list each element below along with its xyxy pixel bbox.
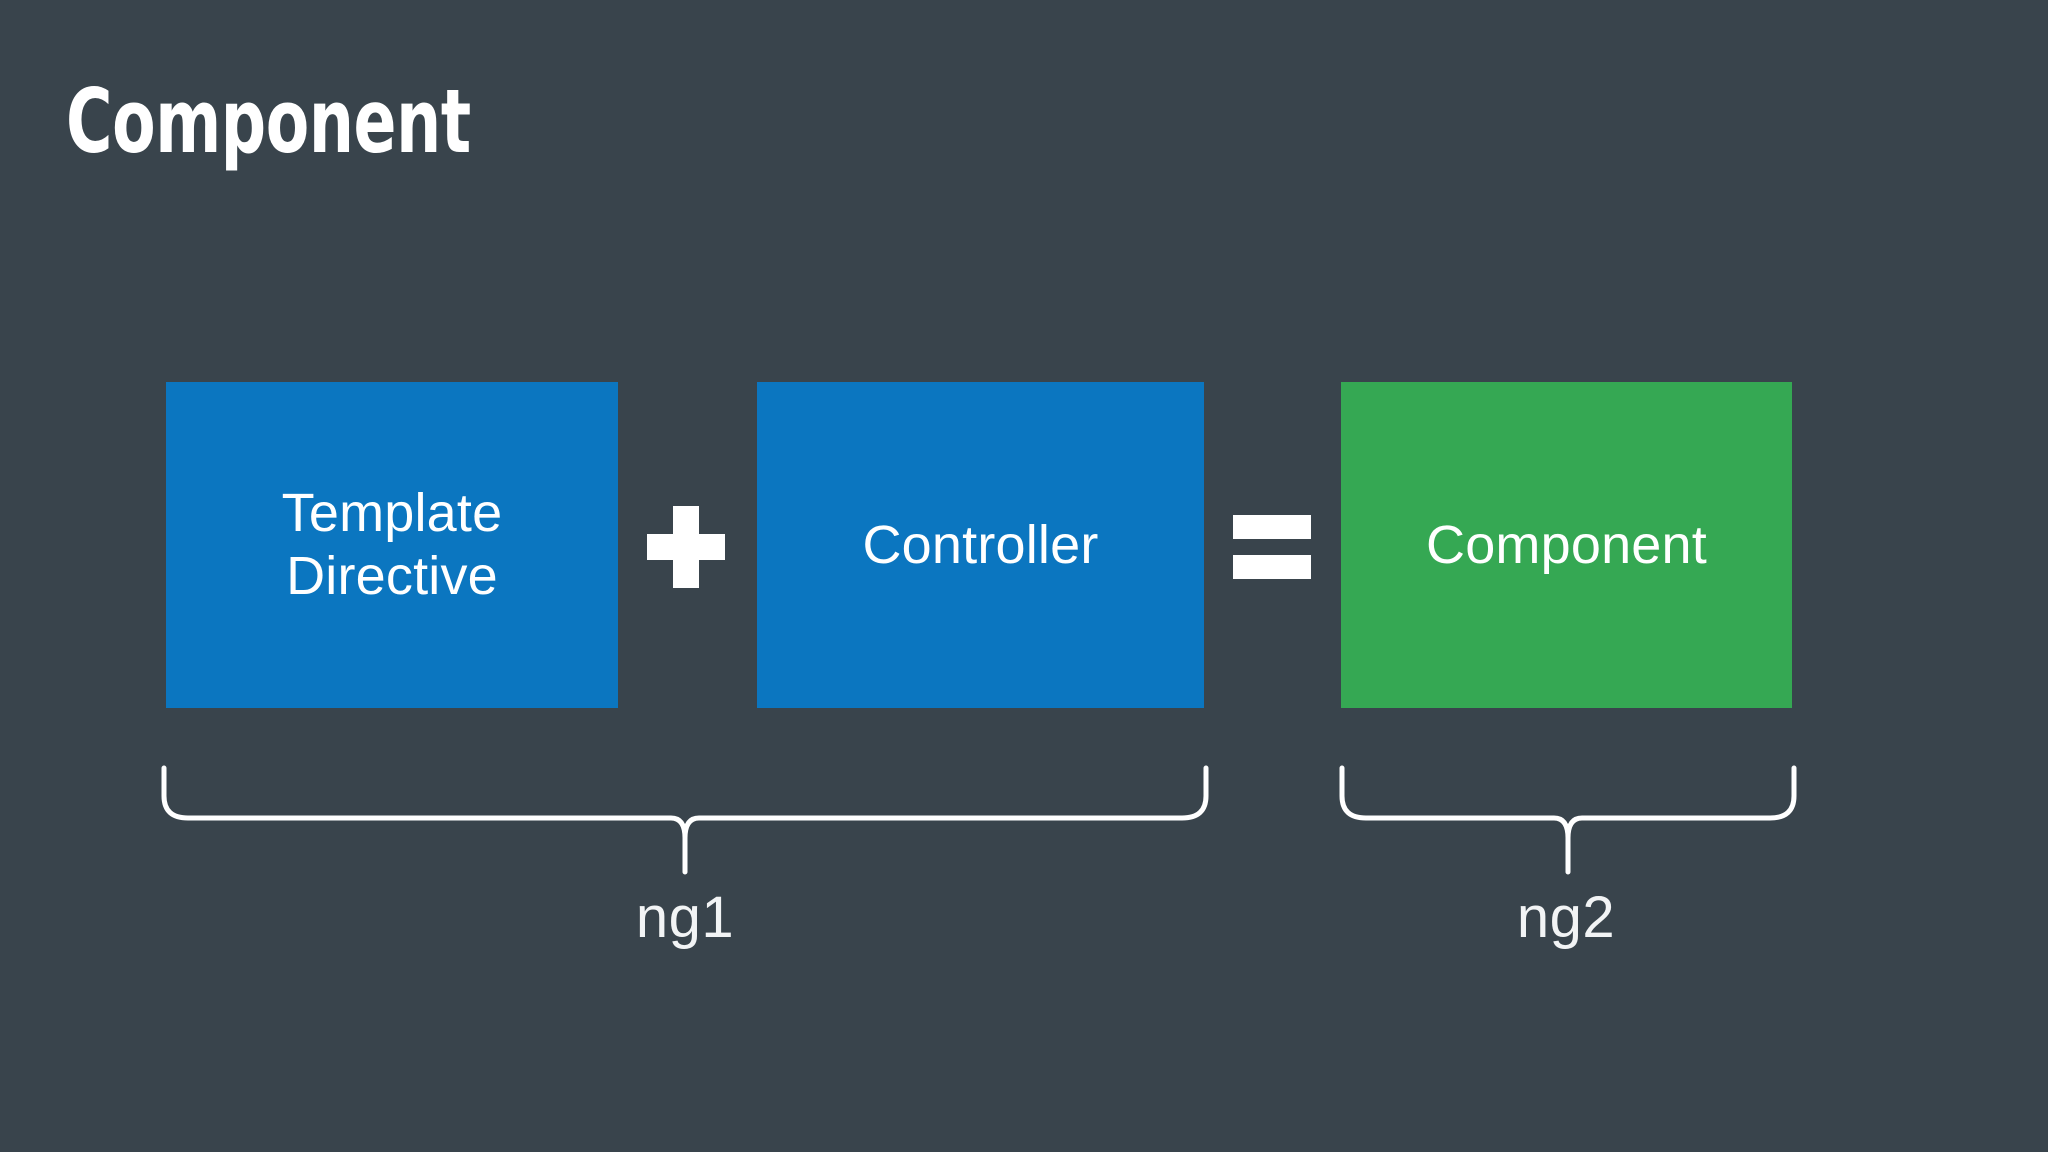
block-label-line1: Component	[1426, 514, 1707, 575]
brace-ng1	[150, 760, 1220, 880]
block-text-wrapper: Controller	[862, 514, 1098, 577]
equals-icon-top-bar	[1233, 515, 1311, 539]
equals-icon	[1233, 515, 1311, 579]
brace-ng1-shape	[161, 765, 1209, 875]
brace-label-ng1: ng1	[635, 885, 735, 950]
block-text-wrapper: Component	[1426, 514, 1707, 577]
block-text-wrapper: Template Directive	[282, 482, 503, 607]
diagram-block-template-directive: Template Directive	[166, 382, 618, 708]
equals-icon-bottom-bar	[1233, 555, 1311, 579]
block-label-line1: Controller	[862, 514, 1099, 575]
block-label-line1: Template	[281, 483, 503, 544]
diagram-block-controller: Controller	[757, 382, 1204, 708]
plus-icon-vertical-bar	[673, 506, 699, 588]
block-label-line2: Directive	[286, 546, 498, 606]
page-title: Component	[66, 70, 471, 173]
brace-ng2	[1328, 760, 1808, 880]
brace-label-ng2: ng2	[1516, 885, 1616, 950]
plus-icon	[647, 506, 725, 588]
diagram-block-component: Component	[1341, 382, 1792, 708]
brace-ng2-shape	[1339, 765, 1797, 875]
